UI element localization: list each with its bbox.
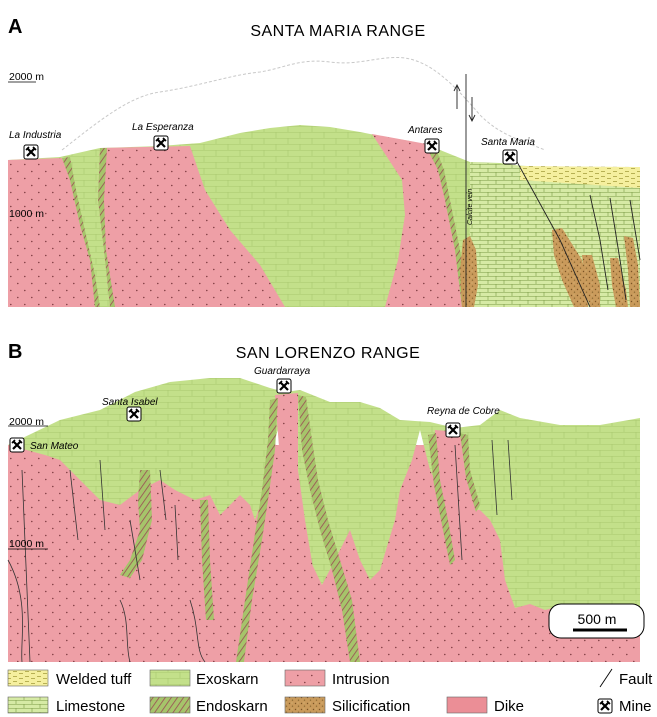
legend-mine: Mine	[596, 697, 652, 715]
mine-la-esperanza: La Esperanza	[132, 122, 194, 152]
mine-santa-maria: Santa Maria	[481, 137, 535, 166]
svg-text:La Esperanza: La Esperanza	[132, 122, 194, 133]
svg-text:Endoskarn: Endoskarn	[196, 698, 268, 715]
endoskarn-dike-b5	[460, 433, 480, 512]
endoskarn-rim-a3	[425, 144, 468, 307]
legend-dike: Dike	[446, 696, 524, 715]
svg-text:Santa Maria: Santa Maria	[481, 137, 535, 148]
endoskarn-dike-b6	[200, 500, 214, 620]
svg-text:Welded tuff: Welded tuff	[56, 671, 132, 688]
svg-text:Fault: Fault	[619, 671, 653, 688]
mine-la-industria: La Industria	[9, 130, 62, 161]
svg-text:Exoskarn: Exoskarn	[196, 671, 259, 688]
svg-text:La Industria: La Industria	[9, 130, 62, 141]
silicification-a1	[460, 236, 478, 307]
panel-b-title: SAN LORENZO RANGE	[236, 345, 421, 362]
svg-text:Antares: Antares	[407, 125, 442, 136]
endoskarn-dike-b4	[428, 433, 455, 565]
panel-a-title: SANTA MARIA RANGE	[250, 23, 425, 40]
faults-b	[7, 439, 513, 663]
svg-text:Limestone: Limestone	[56, 698, 125, 715]
legend-silicification: Silicification	[284, 696, 410, 715]
svg-text:Mine: Mine	[619, 698, 652, 715]
legend: Welded tuff Exoskarn Intrusion Fault Lim…	[7, 668, 653, 715]
endoskarn-dike-b2	[298, 395, 360, 662]
endoskarn-dike-b3	[120, 470, 152, 578]
svg-text:Dike: Dike	[494, 698, 524, 715]
scale-bar: 500 m	[548, 603, 645, 639]
calcite-vein-label: Calcite vein	[467, 189, 474, 225]
silicification-a2	[552, 228, 590, 307]
legend-intrusion: Intrusion	[284, 669, 390, 688]
intrusion-antares-a	[372, 134, 462, 307]
legend-limestone: Limestone	[7, 696, 125, 715]
mine-santa-isabel: Santa Isabel	[102, 397, 158, 423]
endoskarn-dike-b1	[236, 398, 278, 662]
elevation-2000-a: 2000 m	[9, 71, 44, 83]
panel-b: B SAN LORENZO RANGE	[7, 341, 645, 663]
legend-endoskarn: Endoskarn	[149, 696, 268, 715]
svg-text:Silicification: Silicification	[332, 698, 410, 715]
elevation-1000-b: 1000 m	[9, 538, 44, 550]
silicification-a5	[624, 236, 640, 307]
faults-a	[453, 74, 641, 308]
legend-fault: Fault	[599, 668, 653, 688]
panel-a-letter: A	[8, 16, 22, 38]
intrusion-west-a	[8, 158, 95, 307]
mine-antares: Antares	[407, 125, 442, 155]
svg-text:San Mateo: San Mateo	[30, 441, 79, 452]
endoskarn-rim-a2	[98, 148, 115, 307]
legend-exoskarn: Exoskarn	[149, 669, 259, 688]
mine-guardarraya: Guardarraya	[254, 366, 311, 395]
svg-text:Intrusion: Intrusion	[332, 671, 390, 688]
panel-a: A SANTA MARIA RANGE	[8, 16, 641, 308]
intrusion-stock-b	[262, 393, 315, 662]
svg-text:Reyna de Cobre: Reyna de Cobre	[427, 406, 500, 417]
elevation-2000-b: 2000 m	[9, 416, 44, 428]
mine-san-mateo: San Mateo	[8, 436, 79, 454]
svg-text:Guardarraya: Guardarraya	[254, 366, 311, 377]
elevation-1000-a: 1000 m	[9, 208, 44, 220]
mine-reyna-de-cobre: Reyna de Cobre	[427, 406, 500, 439]
endoskarn-rim-a1	[62, 157, 100, 307]
exoskarn-cover-b	[8, 378, 640, 610]
silicification-a3	[582, 255, 600, 307]
intrusion-center-a	[98, 146, 285, 307]
silicification-a4	[610, 258, 628, 307]
panel-b-letter: B	[8, 341, 22, 363]
svg-text:500 m: 500 m	[578, 611, 617, 627]
intrusion-reyna-b	[435, 430, 480, 580]
svg-text:Santa Isabel: Santa Isabel	[102, 397, 158, 408]
welded-tuff-a	[520, 166, 640, 188]
legend-welded-tuff: Welded tuff	[7, 669, 132, 688]
